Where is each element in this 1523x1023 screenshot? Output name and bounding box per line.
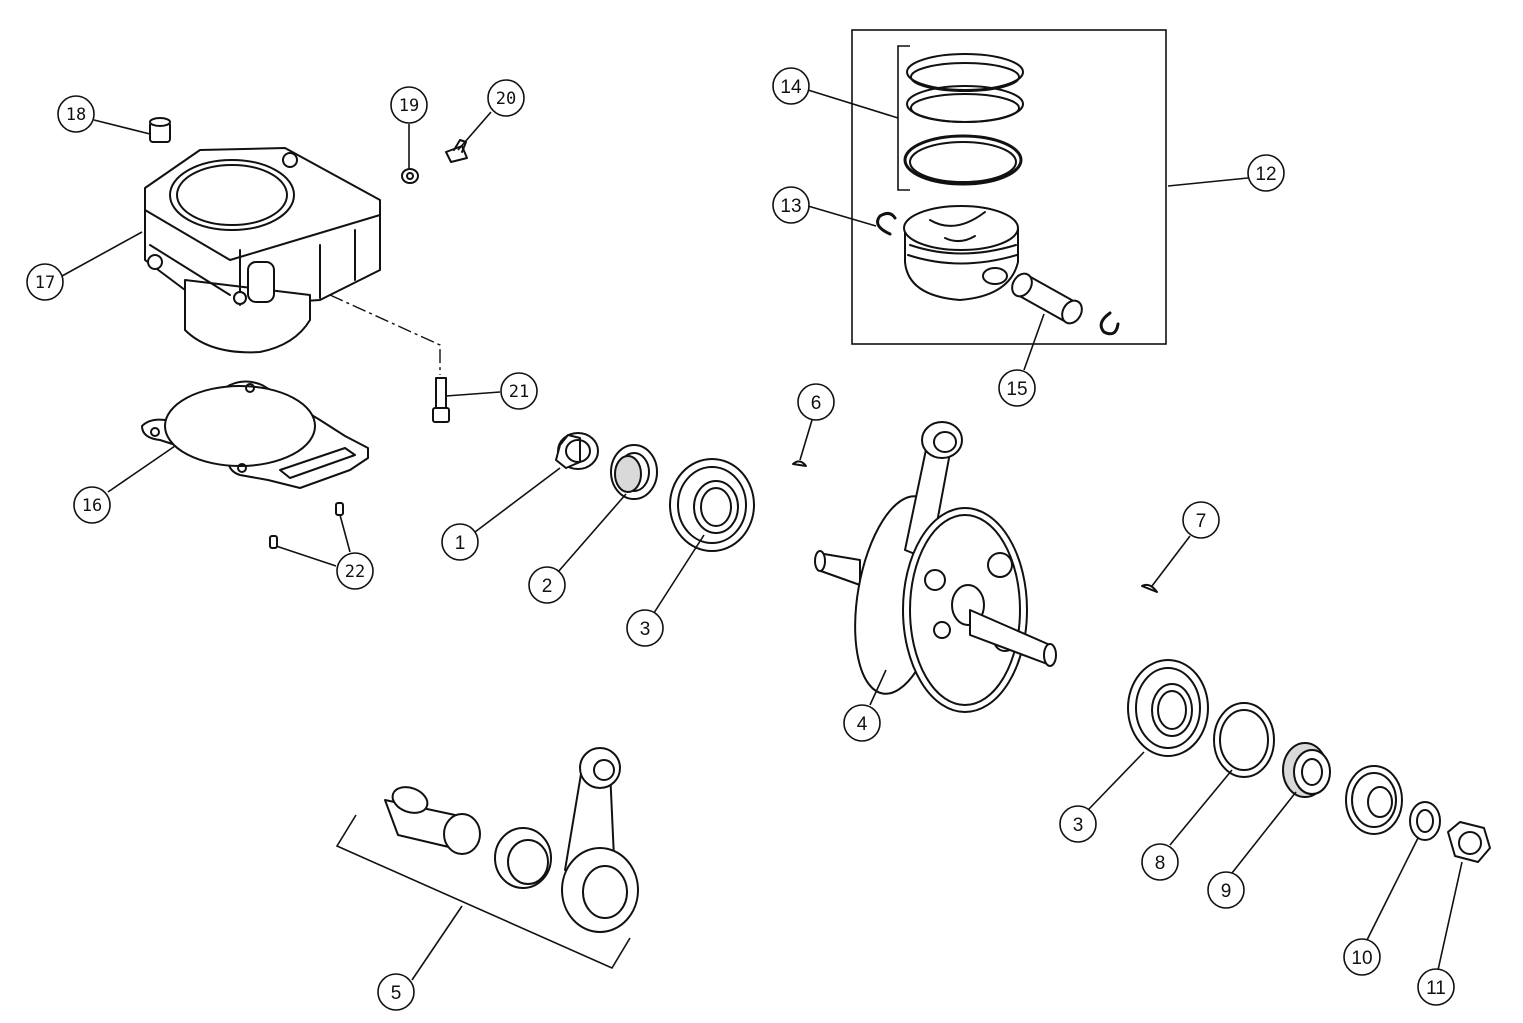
svg-text:22: 22 bbox=[345, 562, 365, 582]
drive-gear bbox=[1345, 765, 1403, 835]
nut-11 bbox=[1447, 821, 1491, 863]
callout-15: 15 bbox=[998, 369, 1036, 407]
dowel-pin-b bbox=[335, 502, 344, 516]
svg-text:17: 17 bbox=[35, 273, 55, 293]
svg-text:9: 9 bbox=[1221, 881, 1232, 902]
woodruff-key-6 bbox=[792, 460, 807, 467]
svg-text:12: 12 bbox=[1255, 164, 1276, 185]
callout-10: 10 bbox=[1343, 938, 1381, 976]
svg-text:2: 2 bbox=[542, 576, 553, 597]
gear-hub-9 bbox=[1282, 742, 1331, 798]
callout-17: 17 bbox=[26, 263, 64, 301]
oil-seal-2 bbox=[610, 444, 658, 500]
dowel-sleeve bbox=[149, 117, 171, 143]
bearing-3b bbox=[1127, 659, 1209, 757]
callout-12: 12 bbox=[1247, 154, 1285, 192]
callout-9: 9 bbox=[1207, 871, 1245, 909]
circlip-left bbox=[876, 211, 897, 236]
svg-text:6: 6 bbox=[811, 393, 822, 414]
callout-14: 14 bbox=[772, 67, 810, 105]
piston-kit-frame bbox=[851, 29, 1167, 345]
bearing-3a bbox=[669, 458, 755, 552]
piston-rings bbox=[903, 53, 1024, 186]
svg-text:18: 18 bbox=[66, 105, 86, 125]
needle-bearing bbox=[494, 827, 552, 889]
svg-text:16: 16 bbox=[82, 496, 102, 516]
callout-13: 13 bbox=[772, 186, 810, 224]
leader-lines bbox=[61, 89, 1463, 981]
callout-5: 5 bbox=[377, 973, 415, 1011]
svg-text:15: 15 bbox=[1006, 379, 1027, 400]
callout-20: 20 bbox=[487, 79, 525, 117]
screw-20 bbox=[445, 139, 468, 163]
washer-10 bbox=[1409, 801, 1441, 841]
crankshaft bbox=[814, 421, 1057, 713]
svg-text:11: 11 bbox=[1426, 978, 1446, 999]
svg-text:3: 3 bbox=[1073, 815, 1084, 836]
svg-text:13: 13 bbox=[780, 196, 801, 217]
callout-6: 6 bbox=[797, 383, 835, 421]
svg-text:4: 4 bbox=[857, 714, 868, 735]
conrod-kit-bracket bbox=[335, 814, 631, 970]
callout-2: 2 bbox=[528, 566, 566, 604]
callout-22: 22 bbox=[336, 552, 374, 590]
callout-4: 4 bbox=[843, 704, 881, 742]
cylinder bbox=[144, 147, 381, 354]
svg-text:7: 7 bbox=[1196, 511, 1207, 532]
conrod bbox=[561, 747, 639, 933]
nut-1 bbox=[555, 432, 599, 470]
svg-text:20: 20 bbox=[496, 89, 516, 109]
assembly-dash-line bbox=[329, 294, 441, 375]
callout-18: 18 bbox=[57, 95, 95, 133]
cylinder-base-gasket bbox=[141, 380, 369, 489]
circlip-right bbox=[1099, 311, 1120, 336]
callouts: 1 2 3 4 5 6 7 3 8 9 10 11 12 13 14 15 16… bbox=[26, 67, 1455, 1011]
svg-text:19: 19 bbox=[399, 96, 419, 116]
bolt-21 bbox=[432, 377, 450, 423]
svg-text:21: 21 bbox=[509, 382, 529, 402]
piston-kit-group bbox=[851, 29, 1167, 345]
callout-21: 21 bbox=[500, 372, 538, 410]
callout-3a: 3 bbox=[626, 609, 664, 647]
callout-11: 11 bbox=[1417, 968, 1455, 1006]
callout-1: 1 bbox=[441, 523, 479, 561]
svg-text:5: 5 bbox=[391, 983, 402, 1004]
callout-8: 8 bbox=[1141, 843, 1179, 881]
callout-3b: 3 bbox=[1059, 805, 1097, 843]
dowel-pin-a bbox=[269, 535, 278, 549]
spacer-ring-8 bbox=[1213, 702, 1275, 778]
svg-text:10: 10 bbox=[1351, 948, 1372, 969]
woodruff-key-7 bbox=[1141, 583, 1158, 593]
crank-pin bbox=[384, 786, 481, 855]
svg-text:8: 8 bbox=[1155, 853, 1166, 874]
svg-text:14: 14 bbox=[780, 77, 802, 98]
piston-pin bbox=[1011, 272, 1083, 325]
svg-text:3: 3 bbox=[640, 619, 651, 640]
callout-19: 19 bbox=[390, 86, 428, 124]
callout-16: 16 bbox=[73, 486, 111, 524]
callout-7: 7 bbox=[1182, 501, 1220, 539]
washer-19 bbox=[401, 168, 419, 184]
svg-text:1: 1 bbox=[455, 533, 466, 554]
piston bbox=[903, 205, 1019, 301]
